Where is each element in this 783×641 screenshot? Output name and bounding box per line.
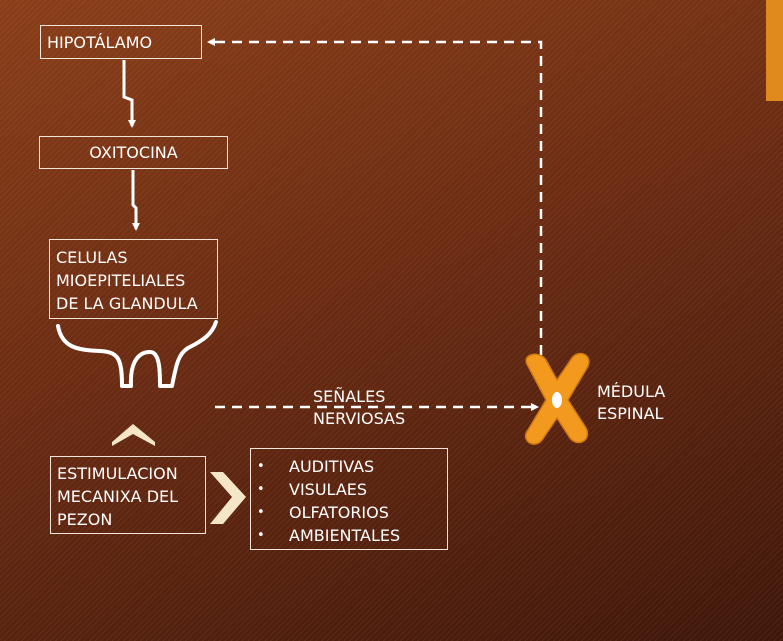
celulas-box: CELULAS MIOEPITELIALES DE LA GLANDULA xyxy=(49,239,218,319)
list-item: VISULAES xyxy=(251,478,447,501)
estimulacion-label: ESTIMULACION MECANIXA DEL PEZON xyxy=(57,464,179,529)
accent-tab xyxy=(766,0,783,101)
medula-cross-icon xyxy=(524,352,590,445)
right-chevron-icon xyxy=(210,472,246,524)
celulas-label: CELULAS MIOEPITELIALES DE LA GLANDULA xyxy=(56,248,198,313)
stimuli-list: AUDITIVAS VISULAES OLFATORIOS AMBIENTALE… xyxy=(251,455,447,547)
oxitocina-label: OXITOCINA xyxy=(89,143,178,162)
list-item: AUDITIVAS xyxy=(251,455,447,478)
list-item: OLFATORIOS xyxy=(251,501,447,524)
list-item: AMBIENTALES xyxy=(251,524,447,547)
dashed-arrow-medula-to-hipotalamo xyxy=(207,38,543,372)
medula-espinal-label: MÉDULA ESPINAL xyxy=(597,382,666,423)
arrow-oxitocina-to-celulas xyxy=(131,170,140,231)
gland-duct-shape xyxy=(56,320,218,388)
hipotalamo-label: HIPOTÁLAMO xyxy=(47,33,153,52)
senales-nerviosas-label: SEÑALES NERVIOSAS xyxy=(313,387,406,428)
arrow-hipotalamo-to-oxitocina xyxy=(122,60,136,128)
oxitocina-box: OXITOCINA xyxy=(39,136,228,169)
hipotalamo-box: HIPOTÁLAMO xyxy=(40,25,202,59)
stimuli-list-box: AUDITIVAS VISULAES OLFATORIOS AMBIENTALE… xyxy=(250,448,448,550)
up-chevron-icon xyxy=(112,424,155,446)
estimulacion-box: ESTIMULACION MECANIXA DEL PEZON xyxy=(50,456,206,534)
